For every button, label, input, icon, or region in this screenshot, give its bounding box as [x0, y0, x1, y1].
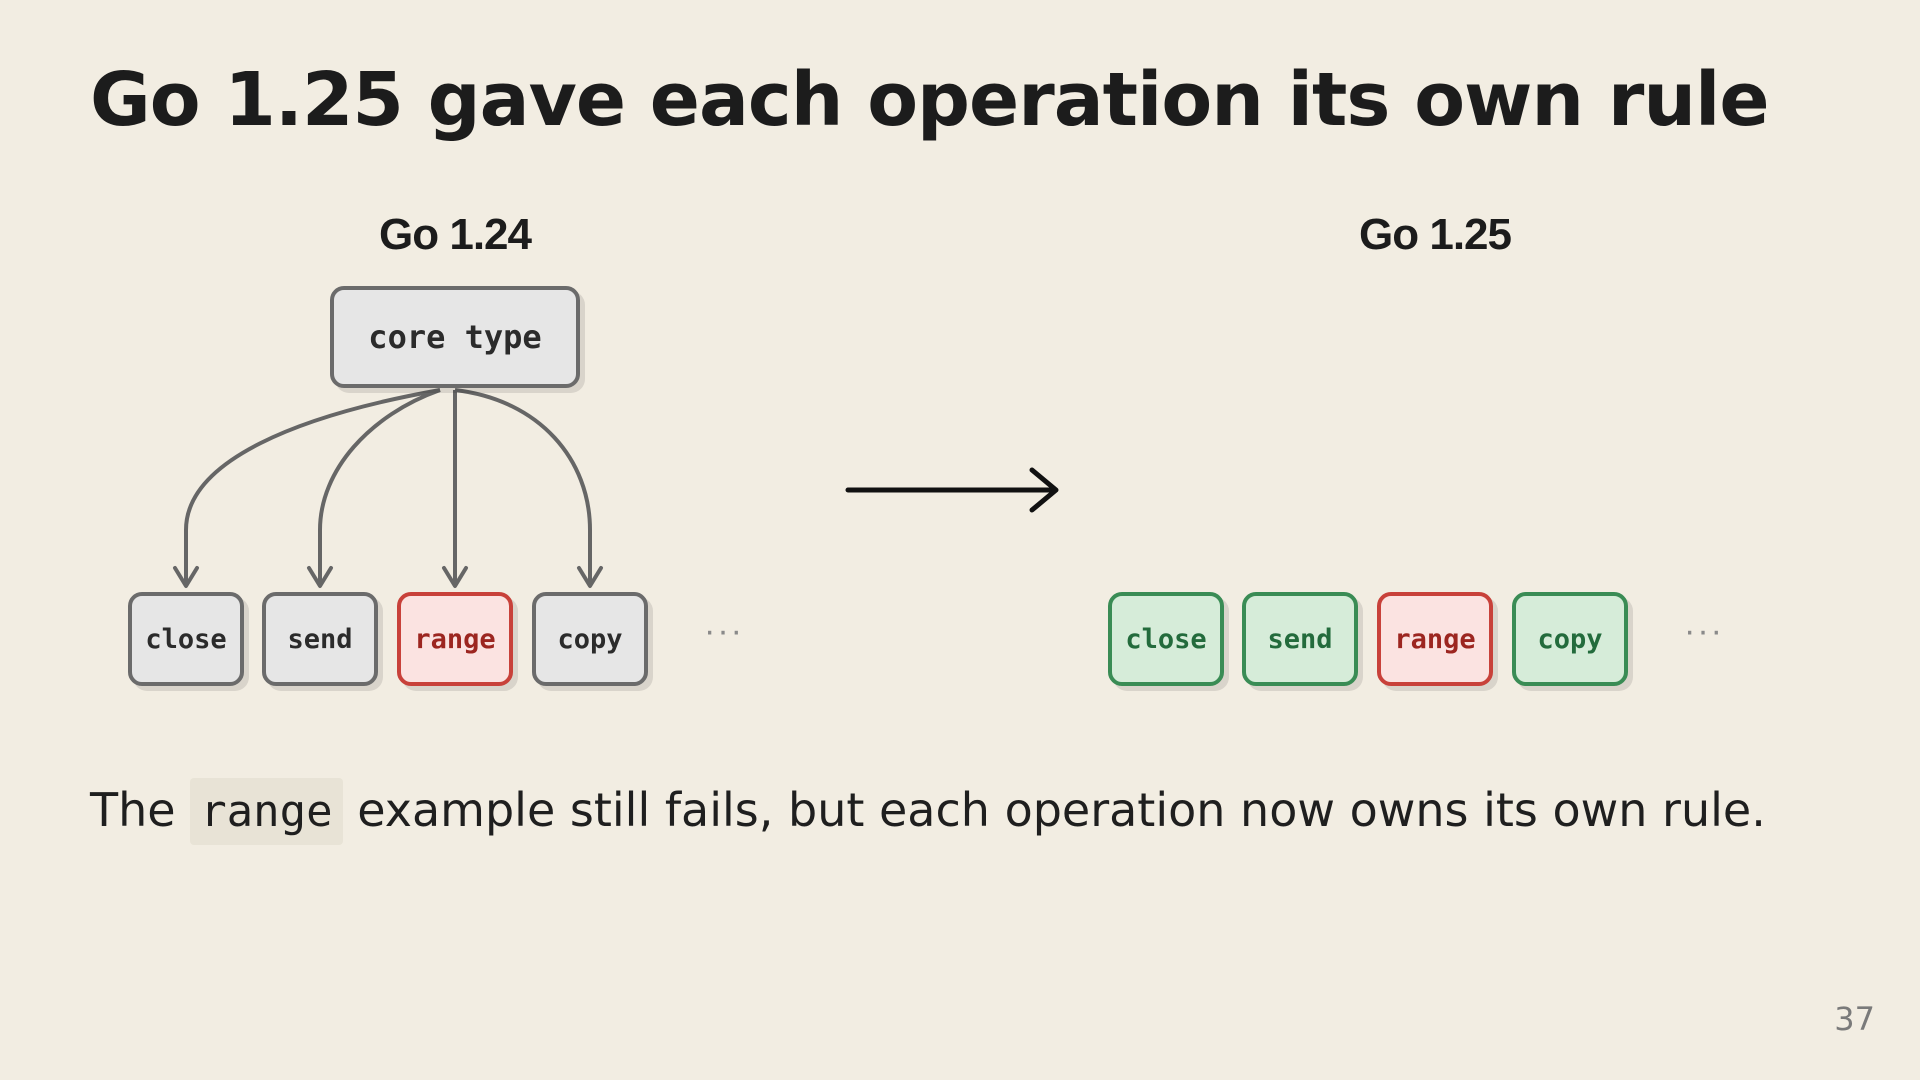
caption-text-before: The — [90, 783, 191, 837]
caption-code-range: range — [190, 778, 343, 845]
left-op-close: close — [128, 592, 244, 686]
right-op-copy: copy — [1512, 592, 1628, 686]
connector-arrowhead-range — [442, 566, 468, 588]
core-type-node: core type — [330, 286, 580, 388]
transition-arrowhead — [1029, 467, 1059, 513]
left-ellipsis: ··· — [704, 612, 744, 650]
connector-core-to-close — [184, 388, 441, 586]
caption-text-after: example still fails, but each operation … — [342, 783, 1766, 837]
right-ellipsis: ··· — [1684, 612, 1724, 650]
right-panel-heading: Go 1.25 — [1359, 210, 1512, 259]
slide-title: Go 1.25 gave each operation its own rule — [90, 57, 1770, 143]
right-op-range: range — [1377, 592, 1493, 686]
left-panel-heading: Go 1.24 — [379, 210, 532, 259]
slide-caption: The range example still fails, but each … — [90, 772, 1766, 850]
left-op-send: send — [262, 592, 378, 686]
connector-core-to-copy — [454, 388, 592, 586]
connector-arrowhead-copy — [577, 566, 603, 588]
left-op-copy: copy — [532, 592, 648, 686]
connector-core-to-send — [318, 388, 441, 586]
left-op-range: range — [397, 592, 513, 686]
right-op-send: send — [1242, 592, 1358, 686]
connector-arrowhead-close — [173, 566, 199, 588]
page-number: 37 — [1834, 1000, 1875, 1038]
connector-arrowhead-send — [307, 566, 333, 588]
right-op-close: close — [1108, 592, 1224, 686]
